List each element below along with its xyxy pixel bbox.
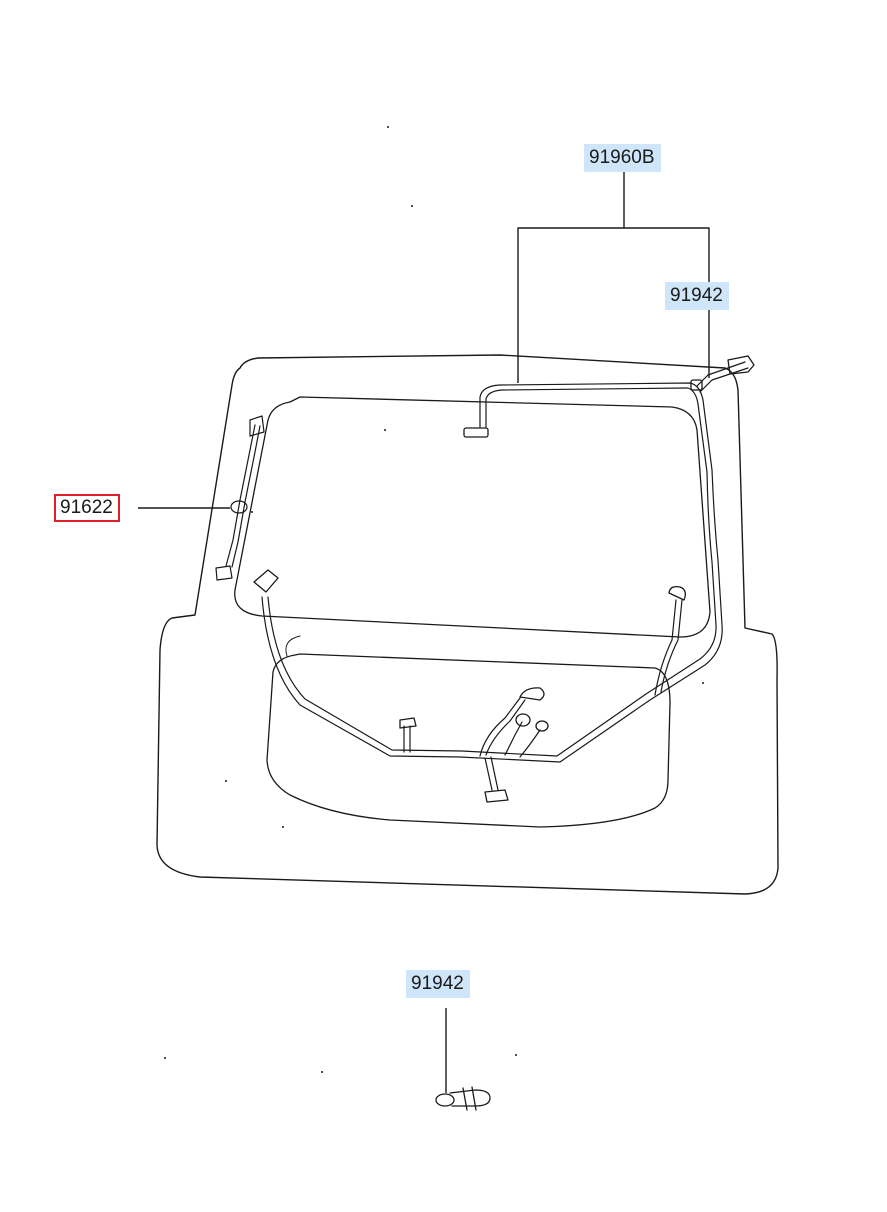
connector-center-cluster-2 — [515, 713, 531, 727]
connector-top-right — [727, 355, 755, 375]
connector-center-cluster-3 — [535, 720, 549, 732]
left-harness-clip — [230, 500, 248, 514]
wire-harness — [261, 361, 749, 791]
scan-specks — [164, 126, 704, 1073]
harness-grommet-top-right — [690, 379, 703, 391]
part-label-91960B[interactable]: 91960B — [584, 144, 661, 172]
rear-window-outline — [234, 396, 711, 638]
part-label-91942-bottom[interactable]: 91942 — [406, 970, 470, 998]
license-panel-inner-line — [285, 635, 301, 657]
left-harness-top-connector — [249, 415, 265, 437]
leader-bracket — [517, 227, 710, 383]
part-label-91622[interactable]: 91622 — [54, 494, 120, 522]
connector-upper-left-panel — [253, 569, 279, 593]
connector-center-top — [399, 717, 417, 729]
left-harness-bottom-connector — [215, 565, 233, 581]
connector-center-cluster-1 — [519, 687, 545, 701]
connector-top-center — [463, 427, 489, 438]
bottom-grommet-part — [435, 1086, 491, 1111]
connector-right-panel — [668, 585, 686, 601]
part-label-91942-top[interactable]: 91942 — [665, 282, 729, 310]
connectors — [253, 355, 755, 803]
connector-bottom-center — [484, 789, 509, 803]
leader-lines — [138, 172, 710, 1093]
left-side-harness — [215, 415, 265, 581]
license-panel-outline — [266, 653, 671, 828]
